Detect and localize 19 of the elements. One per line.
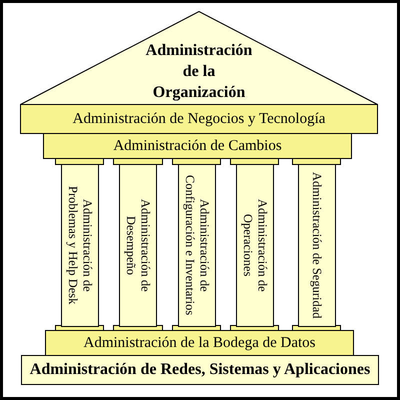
beam-band xyxy=(43,133,352,159)
pillar-label: Administración de Desempeño xyxy=(124,198,152,294)
band-label: Administración de Cambios xyxy=(113,138,282,154)
band-label: Administración de Negocios y Tecnología xyxy=(72,110,326,128)
pillar xyxy=(298,164,336,327)
beam-band xyxy=(45,330,354,356)
roof-label: Administración de la Organización xyxy=(144,41,254,103)
pillar-label: Administración de Configuración e Inventarios xyxy=(182,174,212,318)
pillar xyxy=(236,164,274,327)
foundation-label: Administración de Redes, Sistemas y Aplicaciones xyxy=(30,361,370,379)
pillar-label: Administración de Operaciones xyxy=(240,198,270,294)
beam-band xyxy=(20,104,378,134)
foundation-band xyxy=(21,355,379,385)
band-label: Administración de la Bodega de Datos xyxy=(83,334,316,352)
pillar xyxy=(61,164,99,327)
pillar-label: Administración de Seguridad xyxy=(310,172,324,319)
pillar-label: Administración de Problemas y Help Desk xyxy=(66,185,94,307)
pillar xyxy=(119,164,157,327)
pillar xyxy=(178,164,216,327)
